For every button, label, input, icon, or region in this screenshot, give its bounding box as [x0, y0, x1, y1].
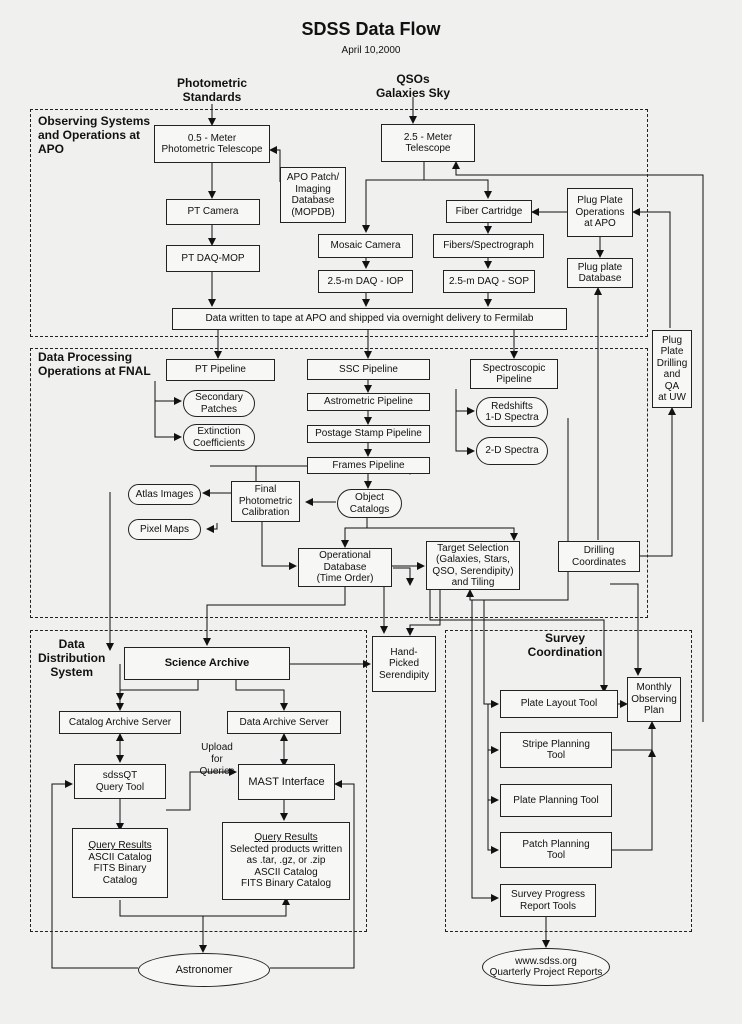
drilling-coordinates-node: Drilling Coordinates [558, 541, 640, 572]
region-apo-label: Observing Systems and Operations at APO [38, 114, 151, 156]
query-results-body: Selected products written as .tar, .gz, … [229, 843, 343, 890]
query-results-body: ASCII Catalog FITS Binary Catalog [88, 851, 152, 886]
input-photometric-standards: Photometric Standards [176, 76, 247, 105]
mosaic-camera-node: Mosaic Camera [318, 234, 413, 258]
query-results-title: Query Results [254, 832, 318, 844]
mopdb-node: APO Patch/ Imaging Database (MOPDB) [280, 167, 346, 223]
catalog-archive-server-node: Catalog Archive Server [59, 711, 181, 734]
extinction-coefficients-node: Extinction Coefficients [183, 424, 255, 451]
patch-planning-tool-node: Patch Planning Tool [500, 832, 612, 868]
operational-database-node: Operational Database (Time Order) [298, 548, 392, 587]
atlas-images-node: Atlas Images [128, 484, 201, 505]
query-results-catalog-node: Query Results ASCII Catalog FITS Binary … [72, 828, 168, 898]
region-survey [445, 630, 692, 932]
plate-planning-tool-node: Plate Planning Tool [500, 784, 612, 817]
plug-plate-drilling-node: Plug Plate Drilling and QA at UW [652, 330, 692, 408]
pt-daq-node: PT DAQ-MOP [166, 245, 260, 272]
query-results-title: Query Results [88, 840, 152, 851]
fiber-cartridge-node: Fiber Cartridge [446, 200, 532, 223]
secondary-patches-node: Secondary Patches [183, 390, 255, 417]
pixel-maps-node: Pixel Maps [128, 519, 201, 540]
pt-camera-node: PT Camera [166, 199, 260, 225]
frames-pipeline-node: Frames Pipeline [307, 457, 430, 474]
postage-stamp-pipeline-node: Postage Stamp Pipeline [307, 425, 430, 443]
object-catalogs-node: Object Catalogs [337, 489, 402, 518]
astronomer-node: Astronomer [138, 953, 270, 987]
telescope-25m-node: 2.5 - Meter Telescope [381, 124, 475, 162]
redshifts-node: Redshifts 1-D Spectra [476, 397, 548, 427]
upload-for-queries-label: Upload for Queries [199, 742, 235, 777]
region-distribution [30, 630, 367, 932]
fibers-spectrograph-node: Fibers/Spectrograph [433, 234, 544, 258]
plate-layout-tool-node: Plate Layout Tool [500, 690, 618, 718]
query-results-products-node: Query Results Selected products written … [222, 822, 350, 900]
region-apo [30, 109, 648, 337]
tape-shipment-node: Data written to tape at APO and shipped … [172, 308, 567, 330]
sdss-website-reports-node: www.sdss.org Quarterly Project Reports [482, 948, 610, 986]
spectroscopic-pipeline-node: Spectroscopic Pipeline [470, 359, 558, 389]
region-survey-label: Survey Coordination [527, 631, 603, 659]
region-fnal [30, 348, 648, 618]
daq-sop-node: 2.5-m DAQ - SOP [443, 270, 535, 293]
daq-iop-node: 2.5-m DAQ - IOP [318, 270, 413, 293]
diagram-date: April 10,2000 [341, 45, 401, 56]
sdssqt-query-tool-node: sdssQT Query Tool [74, 764, 166, 799]
plug-plate-database-node: Plug plate Database [567, 258, 633, 288]
mast-interface-node: MAST Interface [238, 764, 335, 800]
hand-picked-serendipity-node: Hand- Picked Serendipity [372, 636, 436, 692]
stripe-planning-tool-node: Stripe Planning Tool [500, 732, 612, 768]
region-distribution-label: Data Distribution System [38, 637, 106, 679]
astrometric-pipeline-node: Astrometric Pipeline [307, 393, 430, 411]
diagram-title: SDSS Data Flow [301, 19, 441, 39]
plug-plate-operations-node: Plug Plate Operations at APO [567, 188, 633, 237]
science-archive-node: Science Archive [124, 647, 290, 680]
final-photometric-calibration-node: Final Photometric Calibration [231, 481, 300, 522]
data-archive-server-node: Data Archive Server [227, 711, 341, 734]
input-qsos-galaxies-sky: QSOs Galaxies Sky [375, 72, 451, 101]
target-selection-node: Target Selection (Galaxies, Stars, QSO, … [426, 541, 520, 590]
2d-spectra-node: 2-D Spectra [476, 437, 548, 465]
pt-pipeline-node: PT Pipeline [166, 359, 275, 381]
region-fnal-label: Data Processing Operations at FNAL [38, 350, 151, 378]
survey-progress-report-node: Survey Progress Report Tools [500, 884, 596, 917]
pt-telescope-node: 0.5 - Meter Photometric Telescope [154, 125, 270, 163]
ssc-pipeline-node: SSC Pipeline [307, 359, 430, 380]
monthly-observing-plan-node: Monthly Observing Plan [627, 677, 681, 722]
